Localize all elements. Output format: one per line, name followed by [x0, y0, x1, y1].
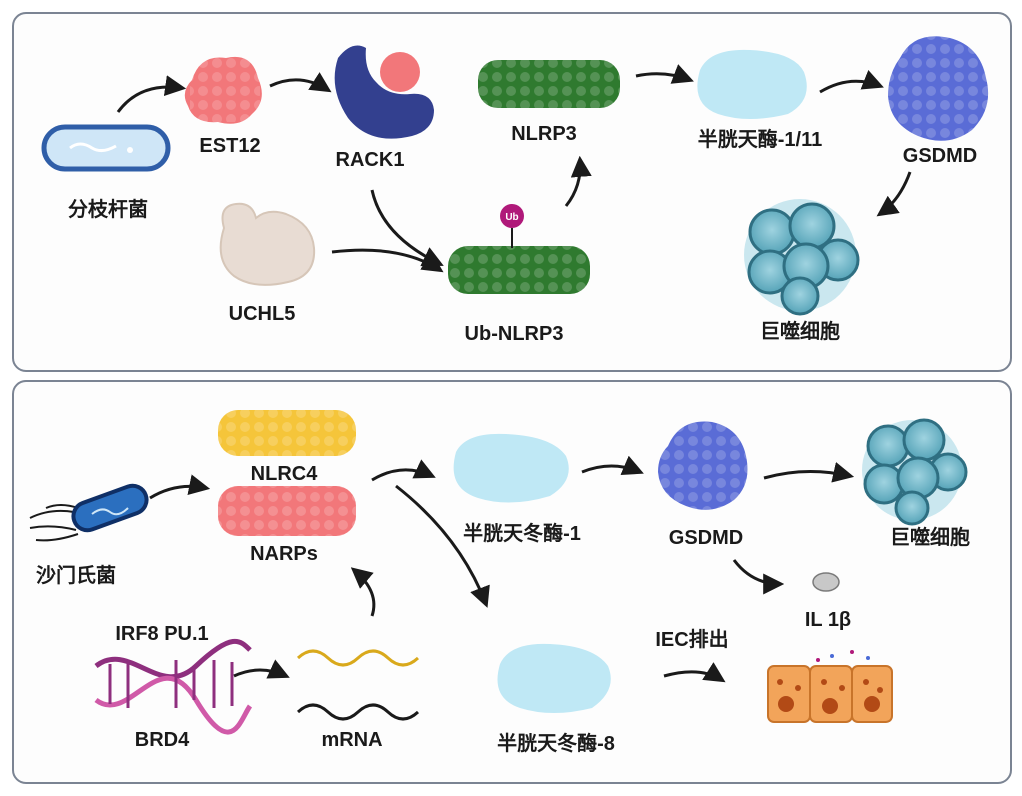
caspase-8-icon [497, 643, 611, 713]
caspase-1-11-label: 半胱天酶-1/11 [697, 129, 823, 151]
il1b-label: IL 1β [804, 609, 852, 631]
gsdmd-label-bottom: GSDMD [668, 527, 744, 549]
caspase-1-label: 半胱天冬酶-1 [463, 523, 581, 545]
nlrp3-label: NLRP3 [511, 123, 577, 145]
ub-tag-label: Ub [505, 212, 518, 223]
brd4-label: BRD4 [134, 729, 190, 751]
macrophage-label-bottom: 巨噬细胞 [890, 527, 970, 549]
nlrc4-label: NLRC4 [250, 463, 318, 485]
salmonella-icon [29, 483, 149, 542]
irf8-pu1-label: IRF8 PU.1 [115, 623, 209, 645]
mrna-strands-icon [296, 649, 420, 721]
est12-label: EST12 [199, 135, 261, 157]
macrophage-label-top: 巨噬细胞 [760, 321, 840, 343]
est12-protein-icon [184, 56, 262, 124]
gsdmd-label-top: GSDMD [902, 145, 978, 167]
gsdmd-protein-icon-top [886, 34, 990, 146]
narps-protein-icon [218, 486, 356, 536]
mycobacterium-icon [41, 124, 171, 172]
caspase-1-icon [453, 433, 569, 503]
il1b-icon [812, 572, 840, 592]
ub-nlrp3-protein-icon [448, 204, 590, 294]
caspase-8-label: 半胱天冬酶-8 [497, 733, 615, 755]
mrna-label: mRNA [321, 729, 383, 751]
rack1-protein-icon [334, 45, 434, 139]
iec-label: IEC排出 [655, 629, 729, 651]
ub-nlrp3-label: Ub-NLRP3 [464, 323, 564, 345]
nlrc4-protein-icon [218, 410, 356, 456]
rack1-label: RACK1 [335, 149, 405, 171]
iec-cells-icon [767, 650, 893, 723]
narps-label: NARPs [250, 543, 318, 565]
bottom-pathway-arrows [149, 455, 855, 683]
dna-helix-icon [94, 638, 253, 735]
gsdmd-protein-icon-bottom [656, 418, 752, 518]
mycobacterium-label: 分枝杆菌 [68, 199, 148, 221]
caspase-1-11-icon [697, 49, 807, 120]
uchl5-label: UCHL5 [228, 303, 296, 325]
macrophage-icon-top [744, 199, 860, 316]
nlrp3-protein-icon [478, 60, 620, 108]
salmonella-label: 沙门氏菌 [36, 565, 116, 587]
uchl5-protein-icon [219, 202, 316, 286]
macrophage-icon-bottom [862, 418, 968, 526]
top-pathway-arrows [116, 64, 912, 273]
